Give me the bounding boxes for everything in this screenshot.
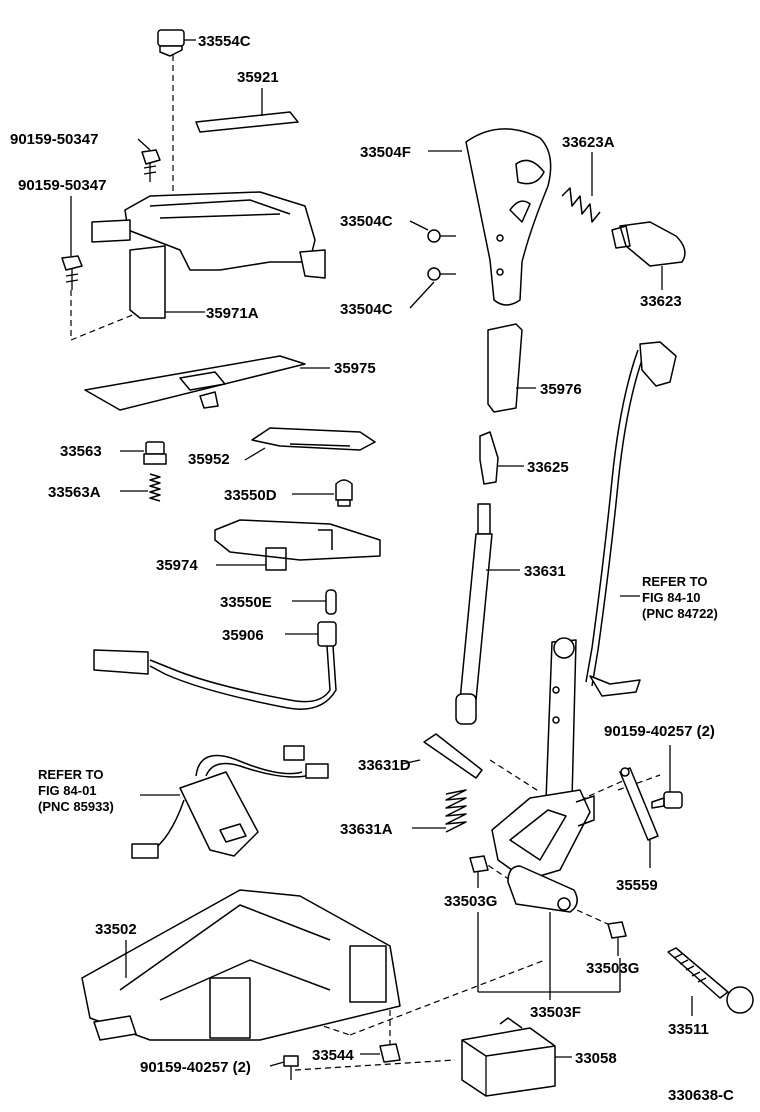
label-33550D: 33550D [224,487,277,504]
note-right-line-2: FIG 84-10 [642,590,701,605]
part-33504C-screw-upper [409,220,456,243]
ref-cable-right [585,341,677,697]
part-35976-sleeve [487,323,536,413]
figure-code: 330638-C [668,1087,734,1104]
label-33550E: 33550E [220,594,272,611]
label-33504C-upper: 33504C [340,213,393,230]
part-35974-bracket [214,519,381,571]
callout-33503F-bracket [477,912,621,1000]
part-33058-module [461,1017,572,1097]
part-35971A-housing [91,191,326,319]
part-90159-50347-screw-a [137,138,161,182]
part-33544-bushing [360,1043,401,1063]
part-33502-base [81,889,401,1041]
label-33623A: 33623A [562,134,615,151]
label-90159-50347-a: 90159-50347 [10,131,98,148]
label-33625: 33625 [527,459,569,476]
label-33511: 33511 [668,1021,709,1038]
part-33550E-bulb [292,589,337,615]
label-33631: 33631 [524,563,566,580]
part-33554C-knob [157,29,196,57]
label-33502: 33502 [95,921,137,938]
note-left-line-1: REFER TO [38,767,104,782]
part-33563A-spring [120,473,161,502]
label-90159-40257-right: 90159-40257 (2) [604,723,715,740]
label-35559: 35559 [616,877,658,894]
assembly-guide-lines [70,55,661,1071]
label-90159-50347-b: 90159-50347 [18,177,106,194]
part-33623-button [611,221,686,290]
part-35975-slide [84,355,330,411]
part-90159-40257-bolt-left [269,1055,299,1080]
part-35559-link [619,767,659,868]
part-35906-socket-wire [93,621,337,710]
part-90159-40257-bolt-right [651,745,683,809]
label-33058: 33058 [575,1050,617,1067]
label-35906: 35906 [222,627,264,644]
label-33504C-lower: 33504C [340,301,393,318]
label-33631D: 33631D [358,757,411,774]
part-33504C-screw-lower [409,267,456,309]
label-35921: 35921 [237,69,279,86]
label-35971A: 35971A [206,305,259,322]
note-left-line-2: FIG 84-01 [38,783,97,798]
part-33503F-lever [491,637,595,913]
part-labels: 33554C 35921 90159-50347 90159-50347 359… [10,33,715,1076]
part-33623A-spring [561,152,601,223]
label-33631A: 33631A [340,821,393,838]
label-33623: 33623 [640,293,682,310]
label-35976: 35976 [540,381,582,398]
note-left-line-3: (PNC 85933) [38,799,114,814]
note-right-line-1: REFER TO [642,574,708,589]
part-35952-plate [244,427,376,461]
part-33631A-spring [412,789,467,833]
note-refer-left: REFER TO FIG 84-01 (PNC 85933) [38,767,114,814]
label-90159-40257-left: 90159-40257 (2) [140,1059,251,1076]
part-33550D-bulb [292,479,353,507]
label-33563A: 33563A [48,484,101,501]
part-33563-pin [120,441,167,465]
label-33503G-b: 33503G [586,960,639,977]
part-33503G-bushing-b [607,921,627,956]
part-33631-rod [455,503,520,725]
label-35952: 35952 [188,451,230,468]
label-33554C: 33554C [198,33,251,50]
label-33503F: 33503F [530,1004,581,1021]
part-33625-clip [479,431,524,485]
part-33631D-pin [401,733,483,779]
note-refer-right: REFER TO FIG 84-10 (PNC 84722) [642,574,718,621]
part-33504F-knob [428,128,552,306]
label-33504F: 33504F [360,144,411,161]
note-right-line-3: (PNC 84722) [642,606,718,621]
label-33503G-a: 33503G [444,893,497,910]
part-35921-plate [195,88,299,133]
part-33503G-bushing-a [469,855,489,888]
label-35975: 35975 [334,360,376,377]
part-33511-bolt [667,947,754,1016]
part-90159-50347-screw-b [61,196,83,290]
label-35974: 35974 [156,557,198,574]
label-33544: 33544 [312,1047,354,1064]
ref-harness-left [131,745,329,859]
label-33563: 33563 [60,443,102,460]
